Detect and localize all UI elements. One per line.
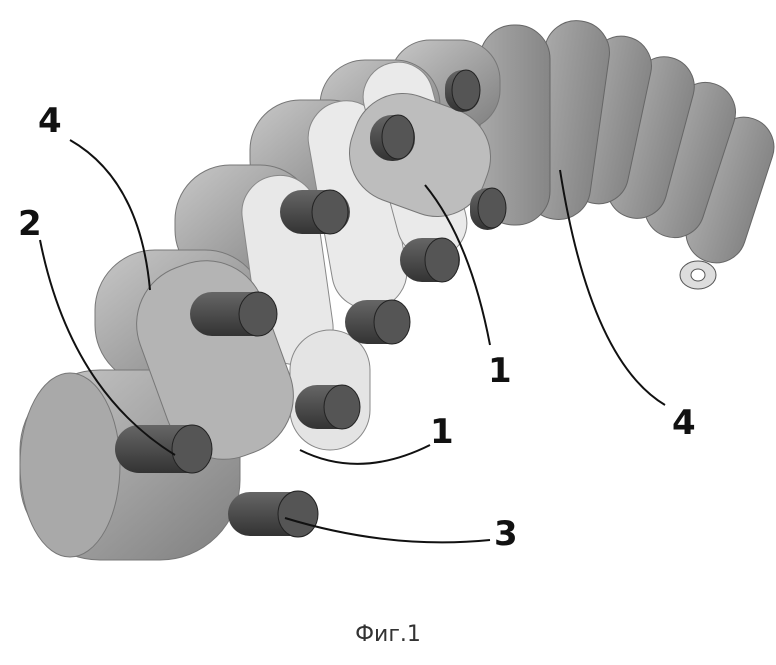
label-1-lower: 1 [430, 412, 454, 452]
label-4-left: 4 [38, 101, 62, 141]
label-3: 3 [494, 514, 518, 554]
label-1-upper: 1 [488, 351, 512, 391]
right-rollers [480, 17, 776, 289]
figure-caption: Фиг.1 [0, 622, 776, 647]
label-2: 2 [18, 204, 42, 244]
label-4-right: 4 [672, 403, 696, 443]
